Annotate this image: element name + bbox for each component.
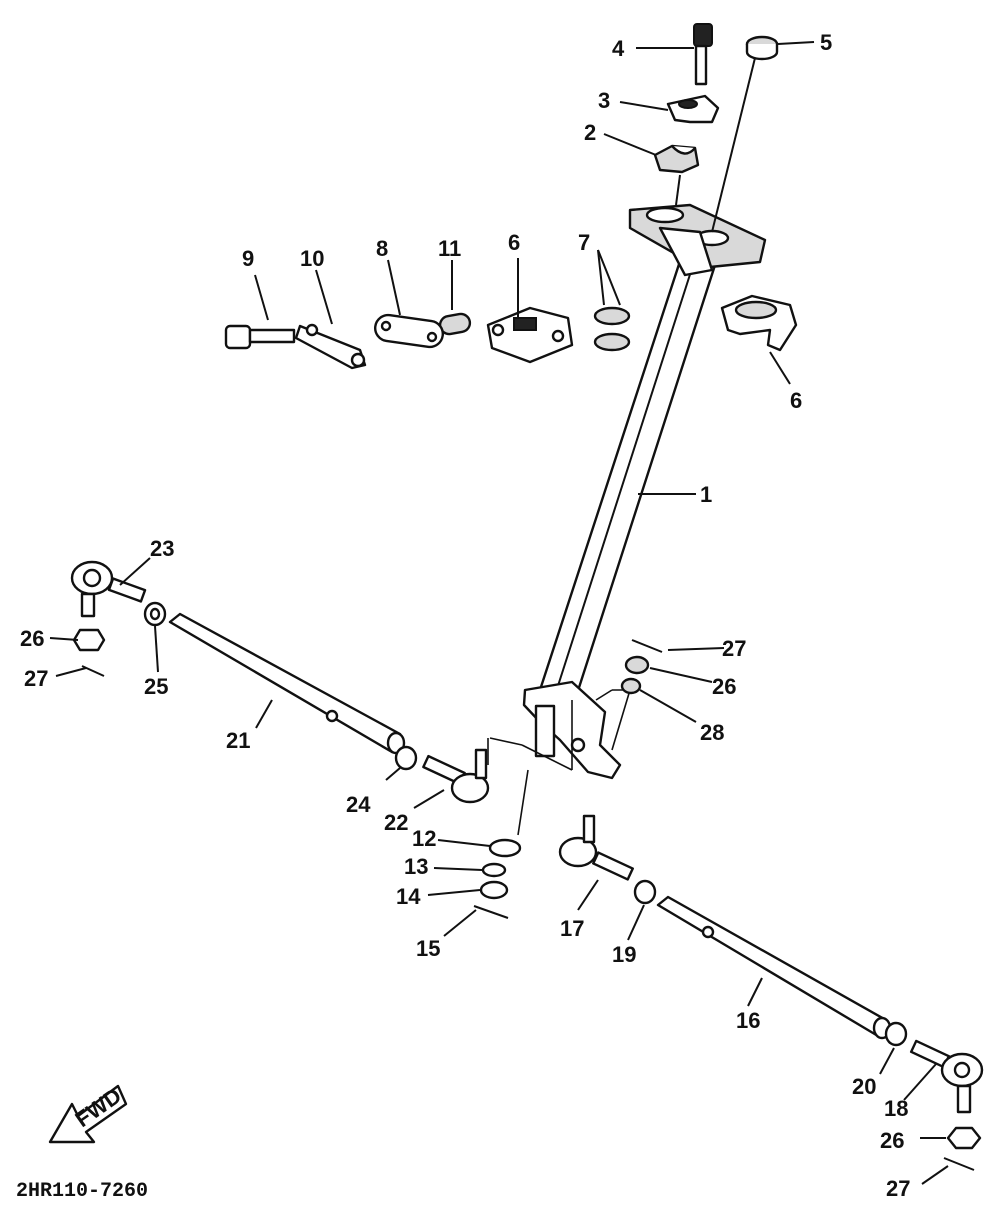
nut-part-26-left [72, 628, 106, 652]
nut-part-26-middle [624, 655, 650, 675]
callout-21: 21 [226, 728, 250, 753]
cap-part-5 [745, 35, 779, 61]
callout-27-middle: 27 [722, 636, 746, 661]
callout-8: 8 [376, 236, 388, 261]
tie-rod-right [656, 895, 892, 1040]
bolt-part-4 [693, 23, 713, 86]
callout-24: 24 [346, 792, 371, 817]
cotter-pin-27-bottom [943, 1157, 975, 1171]
callout-6-left: 6 [508, 230, 520, 255]
callout-27-left: 27 [24, 666, 48, 691]
callout-20: 20 [852, 1074, 876, 1099]
column-upper-bracket [628, 203, 767, 277]
callout-4: 4 [612, 36, 625, 61]
bushing-part-6-right [720, 294, 798, 352]
callout-labels: 4 5 3 2 9 10 8 11 6 7 6 1 23 26 27 25 21… [20, 30, 910, 1201]
callout-12: 12 [412, 826, 436, 851]
tie-rod-end-right-inner [558, 814, 634, 881]
callout-7: 7 [578, 230, 590, 255]
fwd-arrow: FWD [48, 1083, 128, 1144]
callout-25: 25 [144, 674, 168, 699]
bushing-part-2 [653, 144, 700, 174]
callout-22: 22 [384, 810, 408, 835]
tie-rod-end-right-outer [909, 1039, 984, 1114]
callout-15: 15 [416, 936, 440, 961]
tie-rod-end-center [422, 748, 490, 804]
nut-part-26-bottom [946, 1126, 982, 1150]
callout-10: 10 [300, 246, 324, 271]
nut-part-25 [143, 601, 167, 627]
diagram-code: 2HR110-7260 [16, 1180, 148, 1203]
clamp-part-3 [666, 94, 720, 124]
nut-part-14 [479, 880, 509, 900]
washer-part-12 [488, 838, 522, 858]
cotter-pin-27-middle [631, 639, 663, 653]
callout-6-right: 6 [790, 388, 802, 413]
callout-23: 23 [150, 536, 174, 561]
leader-lines [49, 41, 949, 1185]
callout-27-bottom: 27 [886, 1176, 910, 1201]
callout-16: 16 [736, 1008, 760, 1033]
tie-rod-end-left [70, 560, 147, 618]
tie-rod-left [168, 612, 406, 755]
callout-28: 28 [700, 720, 724, 745]
callout-1: 1 [700, 482, 712, 507]
ring-part-7 [593, 306, 631, 352]
washer-part-13 [481, 862, 507, 878]
cotter-pin-15 [473, 905, 509, 919]
callout-26-bottom: 26 [880, 1128, 904, 1153]
plate-part-8 [374, 313, 444, 349]
bolt-part-9 [224, 324, 296, 350]
nut-part-24 [394, 745, 418, 771]
callout-13: 13 [404, 854, 428, 879]
callout-11: 11 [438, 236, 461, 261]
callout-3: 3 [598, 88, 610, 113]
link-part-10 [294, 323, 367, 370]
callout-2: 2 [584, 120, 596, 145]
washer-part-28 [620, 677, 642, 695]
bracket-part-6-left [486, 306, 574, 364]
callout-14: 14 [396, 884, 421, 909]
callout-9: 9 [242, 246, 254, 271]
nut-part-19 [633, 879, 657, 905]
callout-18: 18 [884, 1096, 908, 1121]
callout-5: 5 [820, 30, 832, 55]
callout-26-middle: 26 [712, 674, 736, 699]
nut-part-20 [884, 1021, 908, 1047]
callout-17: 17 [560, 916, 584, 941]
callout-19: 19 [612, 942, 636, 967]
callout-26-left: 26 [20, 626, 44, 651]
